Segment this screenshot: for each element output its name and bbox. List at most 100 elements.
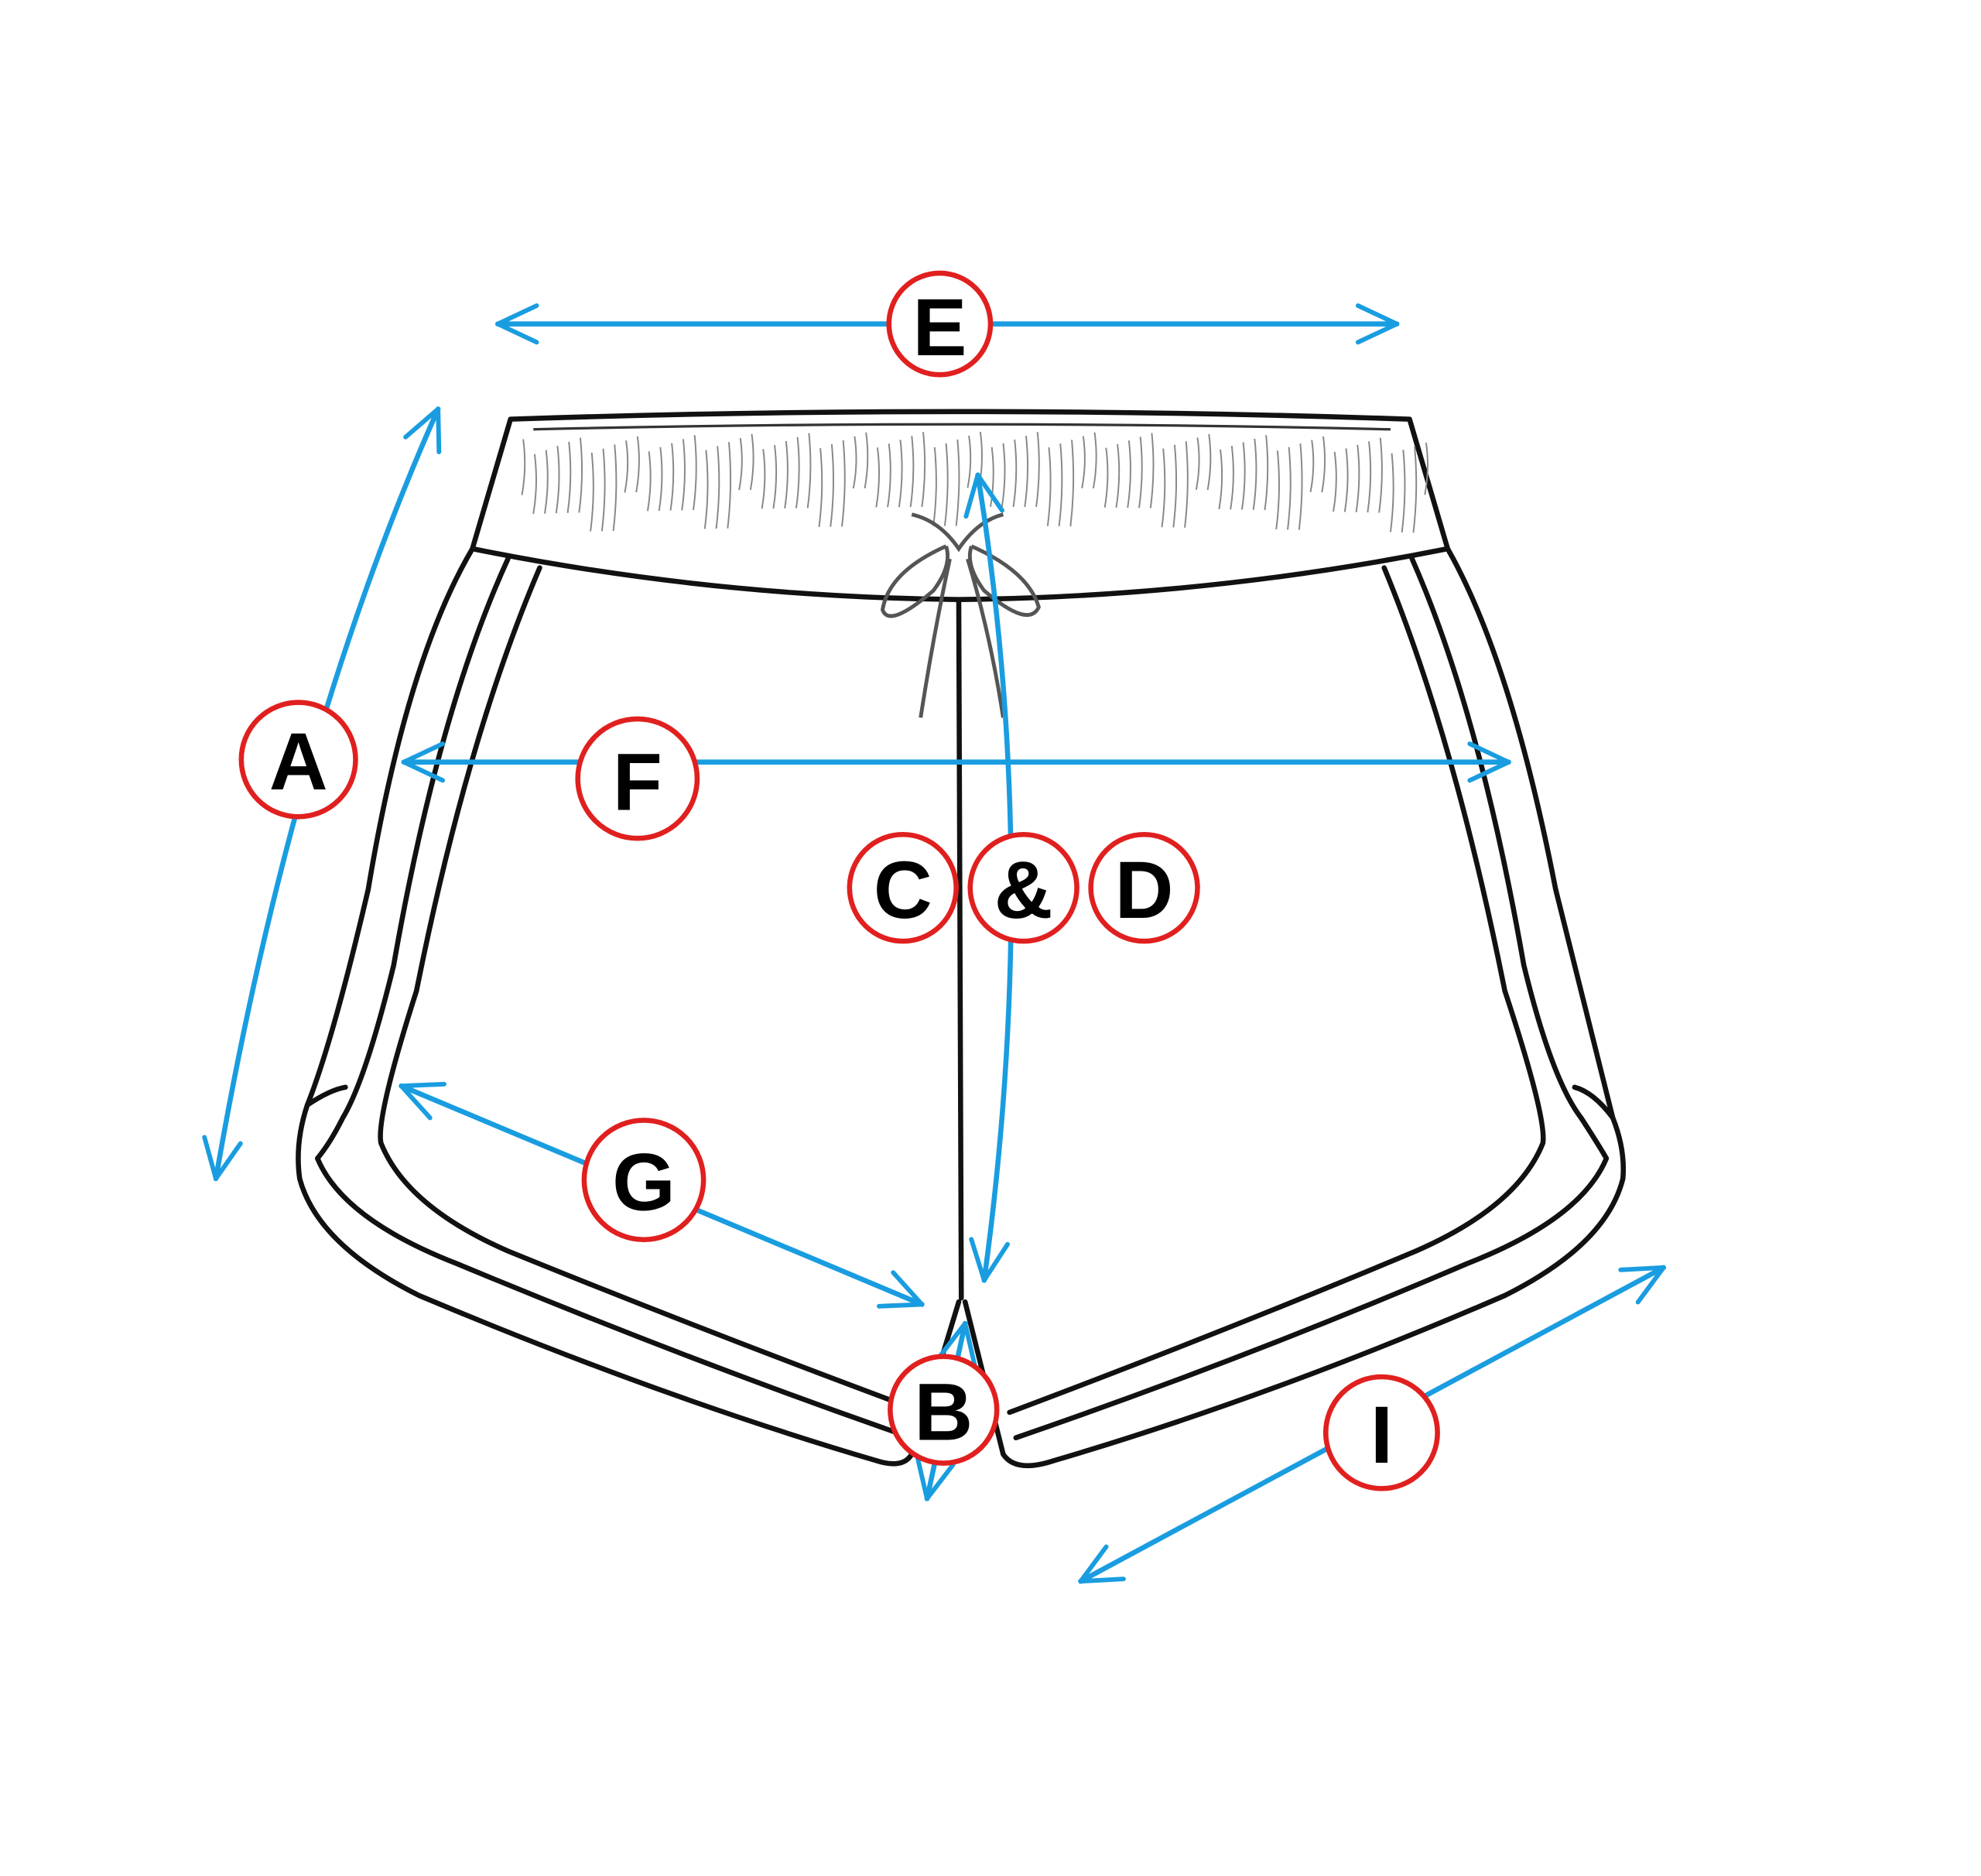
center-seam (956, 597, 964, 1301)
waistband-gather-line (1424, 442, 1428, 495)
waistband-gather-line (727, 442, 732, 529)
waistband-gather-line (1046, 447, 1052, 526)
waistband-gather-line (932, 447, 937, 526)
waistband-gather-line (761, 449, 766, 509)
waistband-gather-line (1206, 433, 1212, 491)
badge-a: A (238, 700, 358, 820)
waistband-gather-line (1298, 443, 1303, 530)
waistband-gather-line (669, 443, 675, 511)
waistband-gather-line (943, 443, 949, 526)
waistband-gather-line (1024, 435, 1029, 508)
waistband-gather-line (693, 435, 697, 511)
waistband-gather-line (612, 444, 618, 532)
waistband-gather-line (909, 436, 915, 508)
waistband-gather-line (646, 451, 652, 512)
waistband-gather-line (1264, 435, 1269, 511)
waistband-gather-line (532, 454, 537, 515)
waistband-gather-line (830, 443, 834, 527)
badge-b-text: B (914, 1367, 973, 1457)
waistband-gather-line (1195, 437, 1200, 490)
waistband-gather-line (772, 444, 778, 509)
waistband-gather-line (1138, 436, 1143, 508)
waistband-gather-line (1275, 450, 1280, 530)
waistband-gather-line (1149, 433, 1155, 508)
badge-e-text: E (912, 282, 967, 373)
waistband-gather-line (1001, 443, 1006, 508)
waistband-gather-line (703, 450, 709, 529)
badge-d: D (1088, 831, 1200, 944)
badge-i: I (1322, 1374, 1440, 1491)
waistband-gather-line (921, 432, 926, 508)
waistband-gather-line (1287, 447, 1292, 530)
waistband-gather-line (566, 441, 572, 513)
waistband-gather-line (898, 440, 903, 508)
waistband-gather-line (784, 440, 789, 509)
waistband (470, 409, 1451, 602)
badge-i-text: I (1370, 1390, 1393, 1481)
waistband-gather-line (806, 433, 812, 508)
waistband-gather-line (1161, 448, 1166, 528)
left-side-piping-inner (378, 565, 920, 1412)
right-hem-cap (1572, 1084, 1616, 1121)
badge-c-text: C (874, 845, 932, 936)
badge-and: & (967, 831, 1079, 944)
badge-f-text: F (613, 737, 662, 827)
waistband-gather-line (1081, 436, 1086, 489)
badge-c: C (847, 831, 959, 944)
waistband-gather-line (795, 436, 800, 508)
badge-b: B (888, 1354, 1000, 1466)
waistband-gather-line (1058, 443, 1063, 526)
waistband-gather-line (1092, 432, 1097, 489)
badge-f: F (575, 716, 700, 841)
left-leg-outline (296, 546, 962, 1467)
badge-g-text: G (612, 1137, 676, 1227)
waistband-gather-line (521, 439, 526, 495)
waistband-gather-line (624, 440, 629, 493)
waistband-gather-line (1103, 447, 1109, 508)
waistband-gather-line (864, 432, 869, 489)
waistband-gather-line (841, 440, 846, 527)
waistband-gather-line (1252, 438, 1257, 510)
waistband-gather-line (1240, 442, 1246, 510)
waistband-gather-line (955, 439, 960, 526)
waistband-gather-line (658, 447, 663, 512)
waistband-gather-line (1333, 451, 1337, 512)
waistband-gather-line (600, 448, 606, 532)
waistband-gather-line (887, 443, 891, 508)
waistband-gather-line (990, 447, 994, 508)
waistband-gather-line (1184, 441, 1189, 528)
waistband-gather-line (967, 435, 972, 488)
waistband-gather-line (1172, 444, 1178, 528)
badge-e: E (886, 270, 994, 378)
waistband-gather-line (715, 446, 720, 529)
badge-and-text: & (994, 845, 1053, 936)
waistband-gather-line (1378, 437, 1383, 513)
badge-g: G (581, 1118, 707, 1243)
waistband-gather-line (875, 447, 881, 508)
waistband-top-inner (533, 423, 1391, 431)
waistband-gather-line (635, 436, 640, 493)
waistband-gather-line (1309, 440, 1315, 492)
waistband-gather-line (749, 433, 754, 491)
waistband-gather-line (1069, 440, 1075, 527)
left-side-piping (314, 556, 907, 1438)
waistband-gather-line (1412, 446, 1418, 533)
waistband-gather-line (738, 437, 743, 491)
waistband-gathers (521, 431, 1428, 533)
waistband-gather-line (852, 436, 857, 489)
waistband-gather-line (1127, 440, 1131, 508)
waistband-gather-line (1401, 450, 1406, 532)
waistband-gather-line (818, 448, 823, 527)
waistband-gather-line (555, 446, 560, 514)
waistband-gather-line (1230, 446, 1234, 510)
right-side-piping (1013, 556, 1610, 1441)
waistband-gather-line (1389, 453, 1394, 532)
right-leg-outline (962, 546, 1627, 1469)
waistband-gather-line (590, 452, 594, 532)
waistband-gather-line (1367, 441, 1372, 513)
shorts-drawing (296, 409, 1627, 1469)
waistband-gather-line (544, 450, 549, 514)
label-badges: E A F C & D G B I (238, 270, 1440, 1491)
waistband-gather-line (681, 439, 686, 511)
waistband-gather-line (1115, 443, 1121, 508)
